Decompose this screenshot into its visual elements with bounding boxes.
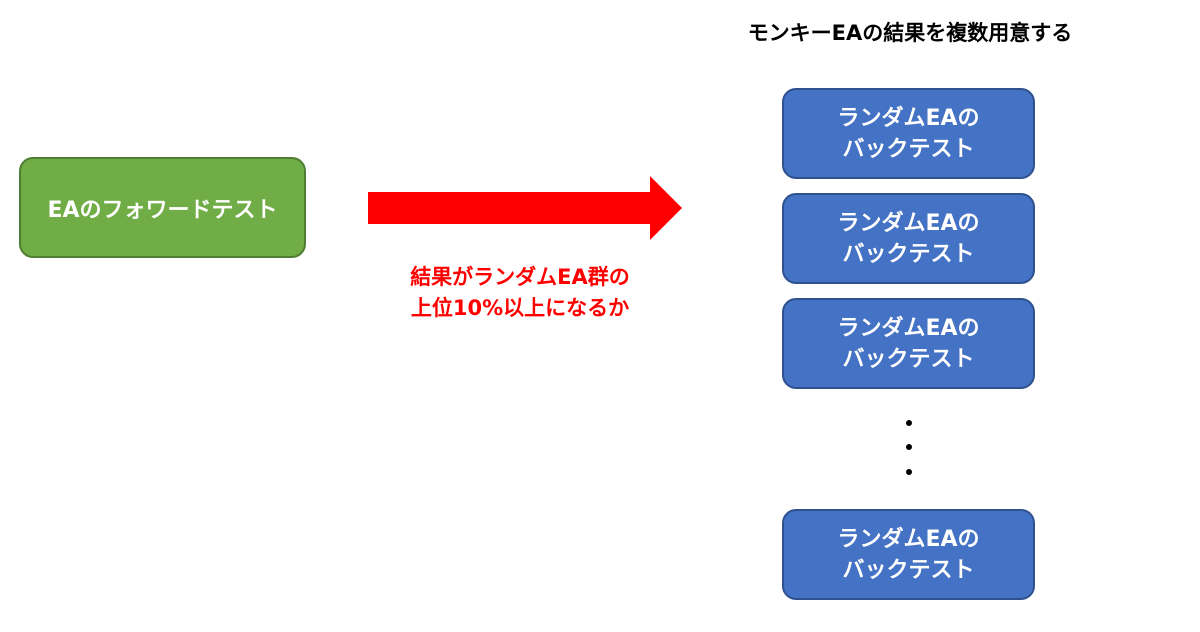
backtest-box-4-line-1: ランダムEAの [837, 526, 980, 552]
backtest-box-2-line-2: バックテスト [842, 241, 975, 267]
arrow-caption: 結果がランダムEA群の 上位10%以上になるか [360, 262, 680, 324]
backtest-box-1-line-2: バックテスト [842, 136, 975, 162]
caption-line-1: 結果がランダムEA群の [410, 265, 630, 289]
backtest-box-3-line-1: ランダムEAの [837, 315, 980, 341]
ellipsis-dot-2 [906, 444, 912, 450]
ellipsis-dot-3 [906, 469, 912, 475]
right-arrow-icon [368, 176, 682, 240]
backtest-box-4: ランダムEAの バックテスト [782, 509, 1035, 600]
forward-test-box: EAのフォワードテスト [19, 157, 306, 258]
backtest-box-2-line-1: ランダムEAの [837, 210, 980, 236]
backtest-box-1: ランダムEAの バックテスト [782, 88, 1035, 179]
backtest-box-3-line-2: バックテスト [842, 346, 975, 372]
backtest-box-4-line-2: バックテスト [842, 557, 975, 583]
backtest-box-3: ランダムEAの バックテスト [782, 298, 1035, 389]
backtest-box-1-line-1: ランダムEAの [837, 105, 980, 131]
diagram-title: モンキーEAの結果を複数用意する [747, 21, 1073, 45]
arrow-shape [368, 176, 682, 240]
ellipsis-dot-1 [906, 420, 912, 426]
caption-line-2: 上位10%以上になるか [410, 296, 630, 320]
backtest-box-2: ランダムEAの バックテスト [782, 193, 1035, 284]
